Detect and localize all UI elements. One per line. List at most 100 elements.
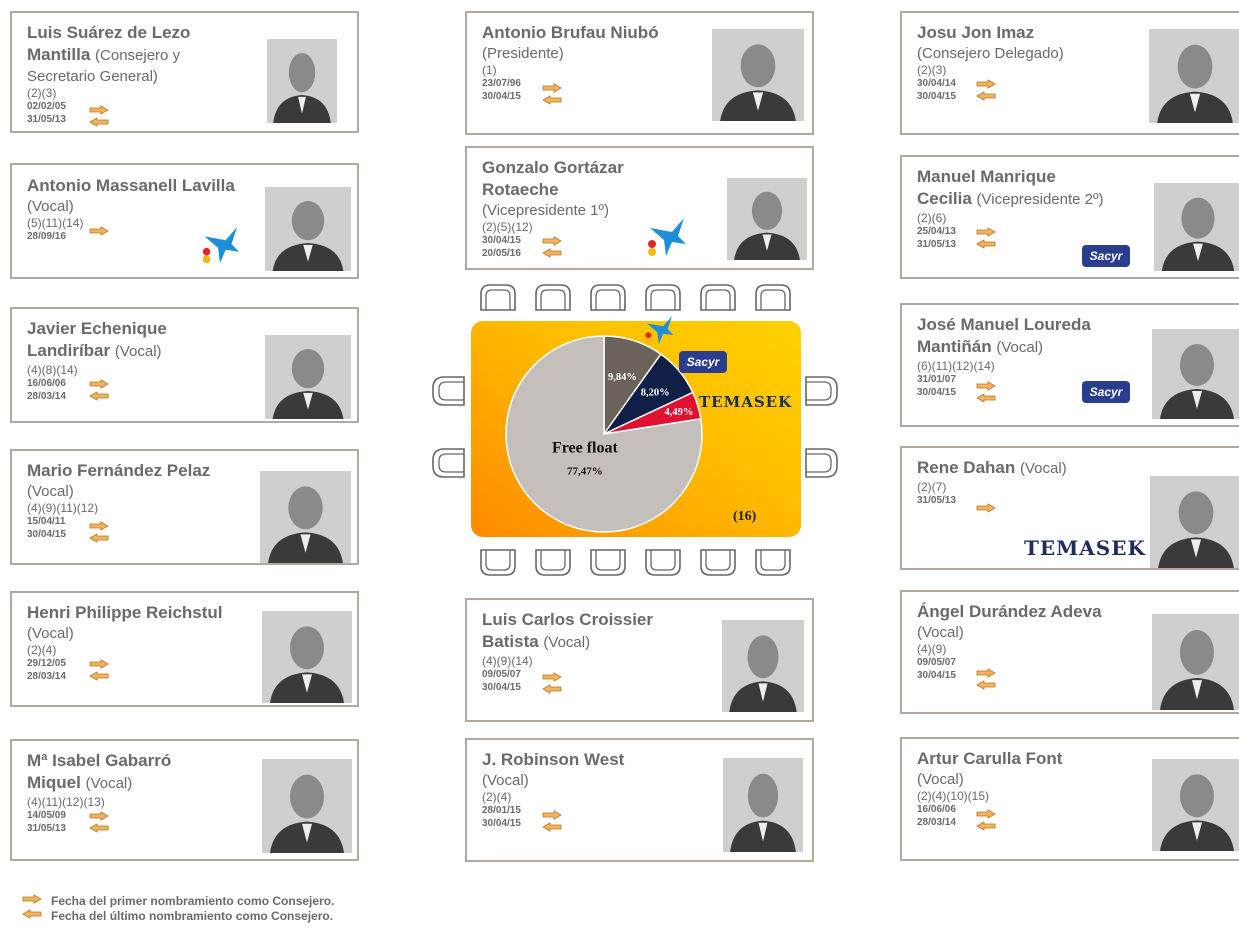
card-fernandez: Mario Fernández Pelaz (Vocal) (4)(9)(11)… [10, 449, 359, 565]
member-name: Gonzalo Gortázar [482, 158, 624, 177]
member-notes: (2)(3) [917, 63, 947, 77]
appointment-arrows-icon [976, 227, 996, 253]
member-name: Luis Carlos Croissier [482, 610, 654, 629]
last-appointment-date: 30/04/15 [482, 818, 521, 829]
appointment-arrows-icon [89, 811, 109, 837]
member-role: (Vocal) [543, 634, 591, 651]
member-name: José Manuel Loureda [917, 315, 1091, 334]
member-name: Manuel Manrique [917, 167, 1056, 186]
last-appointment-date: 31/05/13 [917, 239, 956, 250]
member-role: (Vocal) [27, 198, 74, 215]
legend-last-appointment: Fecha del último nombramiento como Conse… [51, 909, 334, 923]
chair-icon [804, 374, 840, 413]
chair-icon [533, 548, 573, 583]
first-appointment-date: 30/04/15 [482, 235, 521, 246]
last-appointment-date: 30/04/15 [482, 91, 521, 102]
last-appointment-date: 30/04/15 [917, 91, 956, 102]
member-role: (Vocal) [114, 343, 162, 360]
member-name-cont: Mantiñán [917, 337, 992, 356]
first-appointment-date: 25/04/13 [917, 226, 956, 237]
pie-value-label: 9,84% [608, 372, 637, 383]
card-suarez: Luis Suárez de Lezo Mantilla (Consejero … [10, 11, 359, 133]
member-notes: (6)(11)(12)(14) [917, 359, 995, 373]
member-photo [265, 187, 351, 271]
member-name: Ángel Durández Adeva [917, 602, 1102, 621]
last-appointment-date: 30/04/15 [917, 670, 956, 681]
member-role: (Vocal) [996, 339, 1044, 356]
chair-icon [533, 282, 573, 317]
chair-icon [698, 282, 738, 317]
member-photo [1149, 29, 1239, 123]
chair-icon [478, 548, 518, 583]
member-name: Mª Isabel Gabarró [27, 751, 172, 770]
member-photo [260, 471, 351, 563]
member-name: Antonio Massanell Lavilla [27, 176, 235, 195]
card-gabarro: Mª Isabel Gabarró Miquel (Vocal) (4)(11)… [10, 739, 359, 861]
pie-annotation: (16) [733, 509, 757, 524]
first-appointment-date: 28/09/16 [27, 231, 66, 242]
chair-icon [753, 548, 793, 583]
member-notes: (2)(3) [27, 86, 57, 100]
member-photo [1150, 476, 1239, 568]
card-dahan: Rene Dahan (Vocal) (2)(7) 31/05/13 TEMAS… [900, 446, 1239, 570]
card-imaz: Josu Jon Imaz (Consejero Delegado) (2)(3… [900, 11, 1239, 135]
appointment-arrows-icon [89, 105, 109, 131]
member-photo [262, 611, 352, 703]
member-photo [712, 29, 804, 121]
card-west: J. Robinson West (Vocal) (2)(4) 28/01/15… [465, 738, 814, 862]
chair-icon [430, 446, 466, 485]
first-appointment-date: 15/04/11 [27, 516, 66, 527]
last-appointment-date: 28/03/14 [917, 817, 956, 828]
member-role: (Vicepresidente 1º) [482, 202, 609, 219]
member-name: Henri Philippe Reichstul [27, 603, 223, 622]
chair-icon [643, 548, 683, 583]
chair-icon [478, 282, 518, 317]
member-name: Javier Echenique [27, 319, 167, 338]
member-notes: (2)(6) [917, 211, 947, 225]
member-role-cont: Secretario General) [27, 68, 158, 85]
last-appointment-arrow-icon [22, 908, 42, 922]
member-notes: (4)(8)(14) [27, 363, 78, 377]
chair-icon [698, 548, 738, 583]
member-role: (Vocal) [27, 625, 74, 642]
temasek-logo: TEMASEK [699, 393, 793, 411]
member-name-cont: Mantilla [27, 45, 91, 64]
card-echenique: Javier Echenique Landiríbar (Vocal) (4)(… [10, 307, 359, 423]
member-notes: (2)(4) [482, 790, 512, 804]
card-manrique: Manuel Manrique Cecilia (Vicepresidente … [900, 155, 1239, 279]
member-role: (Vocal) [482, 772, 529, 789]
card-massanell: Antonio Massanell Lavilla (Vocal) (5)(11… [10, 163, 359, 279]
card-loureda: José Manuel Loureda Mantiñán (Vocal) (6)… [900, 303, 1239, 427]
card-reichstul: Henri Philippe Reichstul (Vocal) (2)(4) … [10, 591, 359, 707]
appointment-arrows-icon [89, 379, 109, 405]
appointment-arrows-icon [976, 809, 996, 835]
first-appointment-arrow-icon [22, 893, 42, 907]
pie-value-label: 77,47% [567, 465, 603, 477]
last-appointment-date: 28/03/14 [27, 671, 66, 682]
member-photo [1152, 329, 1239, 419]
appointment-arrows-icon [976, 668, 996, 694]
legend-first-appointment: Fecha del primer nombramiento como Conse… [51, 894, 335, 908]
pie-slice-label: Free float [552, 439, 619, 456]
member-photo [267, 39, 337, 123]
first-appointment-date: 02/02/05 [27, 101, 66, 112]
caixabank-logo-icon [641, 313, 675, 347]
member-photo [1152, 614, 1239, 710]
member-photo [722, 620, 804, 712]
chair-icon [430, 374, 466, 413]
member-notes: (4)(11)(12)(13) [27, 795, 105, 809]
member-photo [723, 758, 803, 852]
member-photo [727, 178, 807, 260]
first-appointment-date: 16/06/06 [917, 804, 956, 815]
sacyr-logo: Sacyr [679, 351, 727, 373]
member-name: Artur Carulla Font [917, 749, 1063, 768]
member-name: Josu Jon Imaz [917, 23, 1035, 42]
chair-icon [753, 282, 793, 317]
caixabank-logo-icon [642, 214, 688, 260]
chair-icon [588, 282, 628, 317]
first-appointment-date: 29/12/05 [27, 658, 66, 669]
sacyr-logo: Sacyr [1082, 245, 1130, 267]
appointment-arrow-icon [89, 225, 109, 239]
